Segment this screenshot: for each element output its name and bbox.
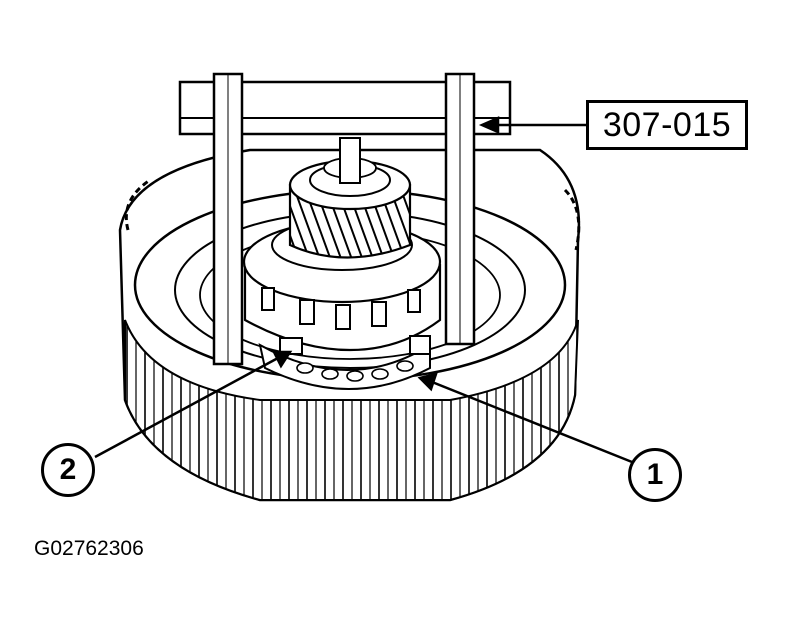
tool-number-label: 307-015 [586,100,748,150]
tool-number-text: 307-015 [602,105,732,144]
center-gear [288,137,412,259]
callout-number: 2 [59,453,77,486]
leader-lines [94,116,633,464]
retaining-ring [258,335,431,390]
callout-2: 2 [41,443,95,497]
figure-id: G02762306 [34,537,144,560]
callout-number: 1 [646,458,664,491]
compressor-tool-307-015 [178,72,512,366]
callout-1: 1 [628,448,682,502]
